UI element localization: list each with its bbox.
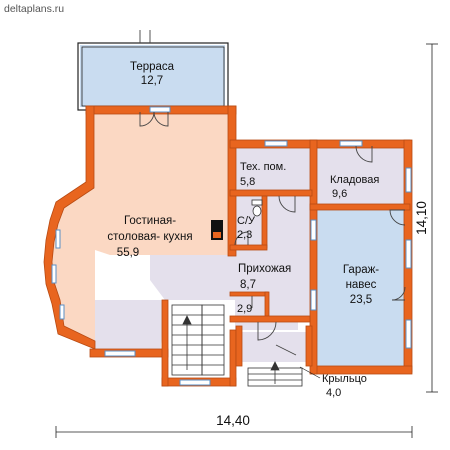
hall-fill bbox=[150, 195, 312, 330]
height-dimension: 14,10 bbox=[414, 201, 429, 235]
wc-fixtures bbox=[251, 199, 263, 217]
terrace-label: Терраса bbox=[130, 61, 175, 73]
pantry-fill bbox=[317, 146, 405, 206]
living-area: 55,9 bbox=[117, 247, 139, 259]
room-fills bbox=[50, 45, 407, 387]
closet-fill bbox=[235, 295, 265, 317]
living-fill bbox=[50, 112, 230, 345]
wc-area: 2,3 bbox=[237, 229, 252, 241]
site-watermark: deltaplans.ru bbox=[4, 3, 64, 15]
closet-area: 2,9 bbox=[237, 303, 252, 315]
porch-area: 4,0 bbox=[326, 387, 341, 399]
dimension-labels: 14,40 14,10 bbox=[216, 201, 429, 428]
vestibule-fill bbox=[240, 332, 310, 362]
garage-label-line1: Гараж- bbox=[343, 264, 379, 276]
pantry-area: 9,6 bbox=[332, 188, 347, 200]
windows bbox=[51, 106, 412, 386]
width-dimension: 14,40 bbox=[216, 413, 250, 428]
hall-fill-left bbox=[95, 300, 165, 355]
room-labels: Терраса 12,7 Гостиная- столовая- кухня 5… bbox=[107, 61, 379, 399]
tech-room-fill bbox=[235, 146, 312, 192]
terrace-area: 12,7 bbox=[141, 75, 163, 87]
stairwell-fill bbox=[165, 300, 230, 380]
tech-room-label: Тех. пом. bbox=[240, 161, 286, 173]
wc-label: С/У bbox=[237, 215, 256, 227]
tech-room-area: 5,8 bbox=[240, 176, 255, 188]
terrace-fill bbox=[80, 45, 225, 107]
living-label-line2: столовая- кухня bbox=[107, 231, 192, 243]
porch-label: Крыльцо bbox=[322, 373, 367, 385]
dimension-lines bbox=[55, 43, 438, 438]
stairs bbox=[171, 304, 225, 376]
doors bbox=[139, 30, 406, 356]
living-label-line1: Гостиная- bbox=[124, 215, 176, 227]
hall-area: 8,7 bbox=[240, 279, 256, 291]
pantry-label: Кладовая bbox=[330, 174, 379, 186]
garage-fill bbox=[317, 210, 407, 368]
garage-label-line2: навес bbox=[346, 279, 377, 291]
hall-label: Прихожая bbox=[238, 263, 291, 275]
porch-steps bbox=[247, 361, 303, 387]
garage-area: 23,5 bbox=[350, 294, 372, 306]
